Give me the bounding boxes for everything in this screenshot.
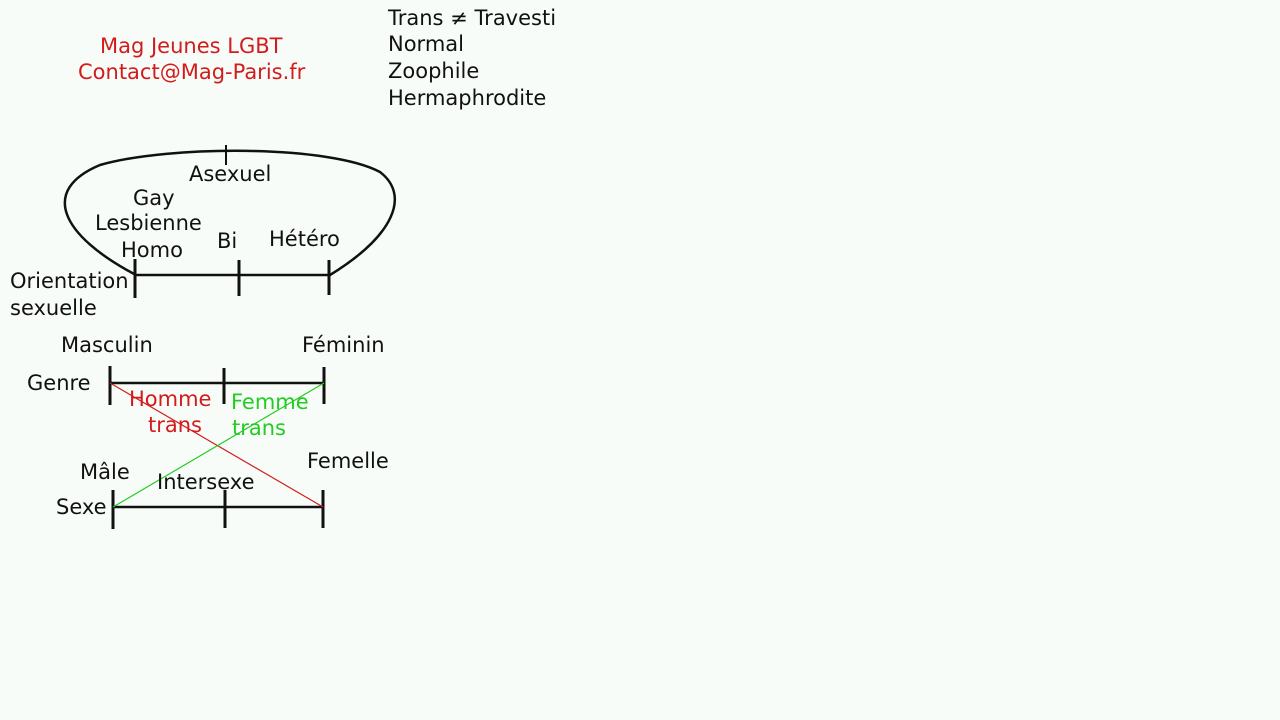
sex-axis-label: Sexe <box>56 495 107 519</box>
label-trans-man: Homme <box>129 387 212 411</box>
contact-email: Contact@Mag-Paris.fr <box>78 60 306 84</box>
label-feminine: Féminin <box>302 333 385 357</box>
label-trans-woman: Femme <box>231 390 309 414</box>
label-gay: Gay <box>133 186 175 210</box>
trans-woman-line <box>112 382 325 508</box>
label-trans-man-2: trans <box>148 413 202 437</box>
label-intersex: Intersexe <box>157 470 255 494</box>
label-lesbian: Lesbienne <box>95 211 202 235</box>
orientation-axis-label: Orientation <box>10 269 129 293</box>
note-zoophile: Zoophile <box>388 59 480 83</box>
note-trans-travesti: Trans ≠ Travesti <box>388 6 557 30</box>
label-hetero: Hétéro <box>269 227 340 251</box>
orientation-loop <box>63 149 397 277</box>
label-masculine: Masculin <box>61 333 153 357</box>
org-name: Mag Jeunes LGBT <box>100 34 283 58</box>
orientation-axis-label-2: sexuelle <box>10 296 97 320</box>
label-female: Femelle <box>307 449 389 473</box>
label-trans-woman-2: trans <box>232 416 286 440</box>
note-hermaphrodite: Hermaphrodite <box>388 86 547 110</box>
label-bi: Bi <box>217 229 238 253</box>
trans-man-line <box>109 382 324 508</box>
gender-axis-label: Genre <box>27 371 91 395</box>
label-homo: Homo <box>121 238 183 262</box>
label-male: Mâle <box>80 460 130 484</box>
label-asexual: Asexuel <box>189 162 272 186</box>
note-normal: Normal <box>388 32 464 56</box>
